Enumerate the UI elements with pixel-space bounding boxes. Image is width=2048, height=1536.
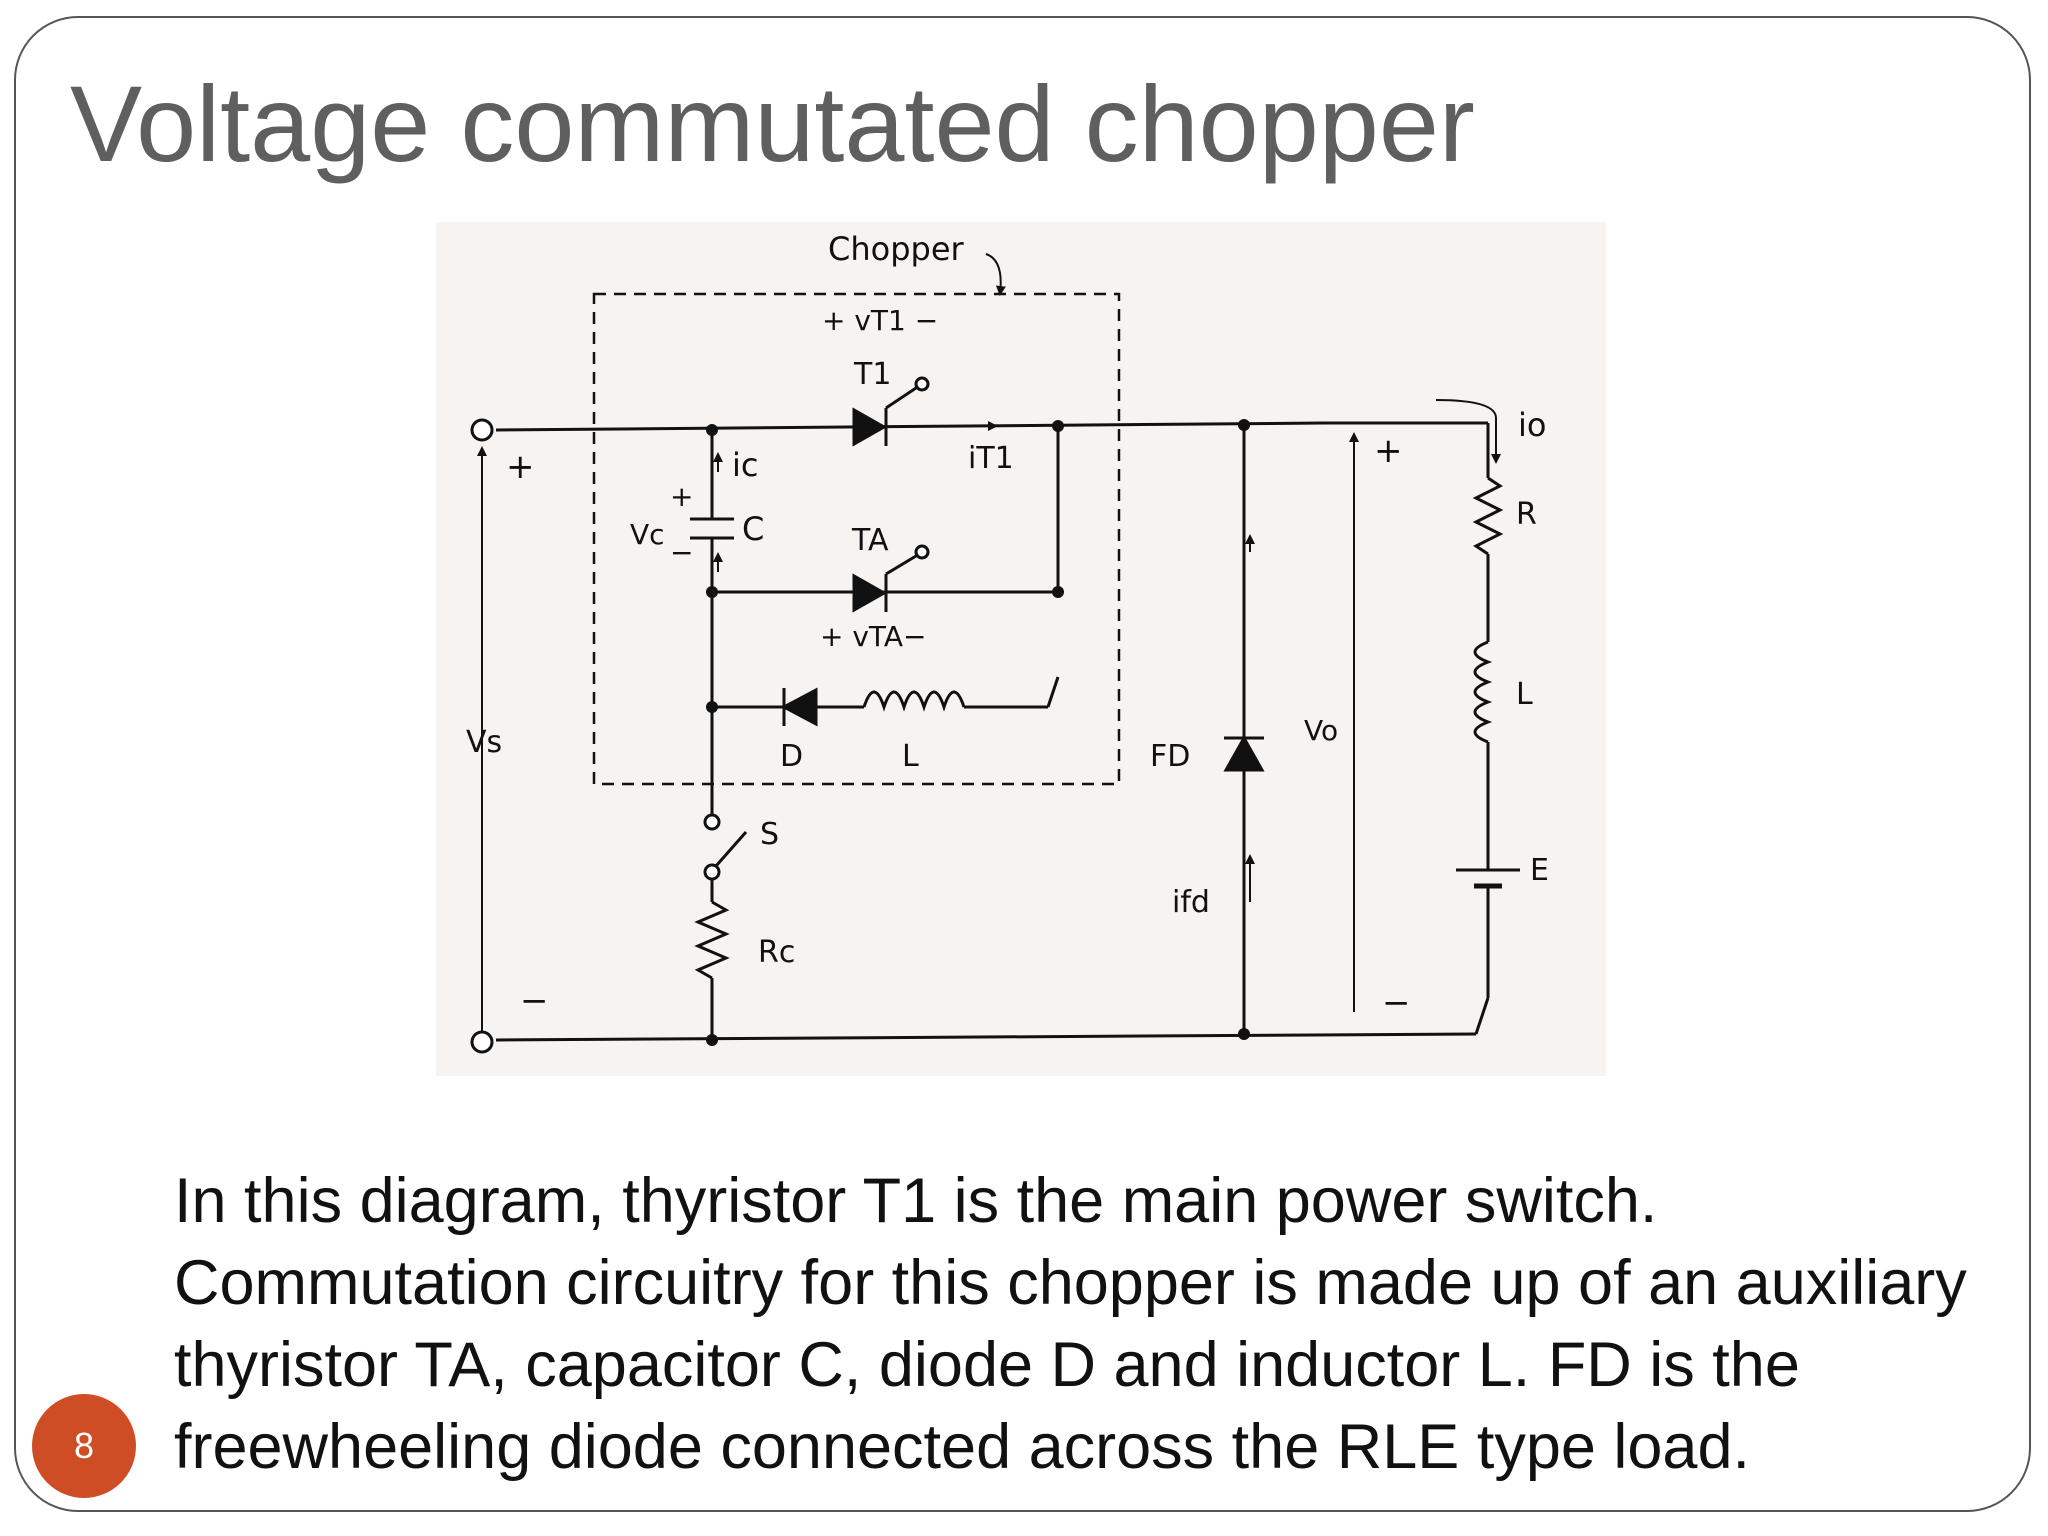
label-vs: Vs [466,725,502,760]
label-vc: Vc [630,518,665,551]
slide-title: Voltage commutated chopper [70,63,1475,184]
label-ic: ic [732,446,758,484]
label-vt1: + vT1 − [822,304,938,337]
label-vo: Vo [1304,714,1338,747]
inductor-l-load [1473,640,1493,744]
resistor-rc [694,900,730,980]
label-ta: TA [851,523,889,558]
label-io: io [1518,406,1546,444]
label-fd: FD [1150,739,1190,774]
label-s: S [760,817,779,852]
label-rc: Rc [758,935,795,970]
label-chopper: Chopper [828,230,965,268]
thyristor-ta [852,544,930,613]
slide-frame [14,16,2031,1512]
label-it1: iT1 [968,441,1014,476]
label-l-load: L [1516,677,1533,712]
label-vta: + vTA− [820,620,926,653]
resistor-r [1472,476,1504,556]
vs-minus-sign: − [520,981,549,1021]
vo-minus-sign: − [1382,983,1411,1023]
label-c: C [742,510,764,548]
vc-plus-sign: + [670,480,693,513]
label-l-comm: L [902,739,919,774]
inductor-l-comm [862,690,966,712]
label-ifd: ifd [1172,885,1210,920]
capacitor-c [690,512,734,552]
slide-body-text: In this diagram, thyristor T1 is the mai… [174,1166,1967,1482]
chopper-boundary [592,292,1121,786]
switch-s [714,831,748,867]
label-r: R [1516,497,1537,532]
label-d: D [780,739,803,774]
circuit-diagram: Chopper + vT1 − T1 iT1 ic Vc C TA + vTA−… [436,222,1606,1076]
thyristor-t1 [852,376,930,447]
label-t1: T1 [853,357,891,392]
vo-plus-sign: + [1374,431,1403,471]
vs-plus-sign: + [506,447,535,487]
slide-number-badge: 8 [32,1394,136,1498]
label-e: E [1530,853,1549,888]
vc-minus-sign: − [670,536,693,569]
